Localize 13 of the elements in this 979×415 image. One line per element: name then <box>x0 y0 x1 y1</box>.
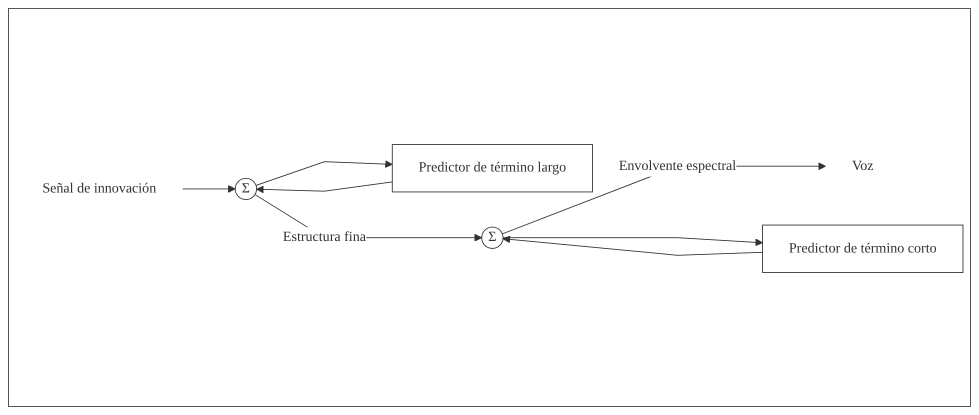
edge-label: Estructura fina <box>282 230 366 245</box>
edge-label: Envolvente espectral <box>618 158 736 174</box>
node-text: Señal de innovación <box>42 181 156 196</box>
node-circle: Σ <box>234 178 257 200</box>
arrow <box>256 181 393 194</box>
node-text: Voz <box>852 158 874 174</box>
arrow <box>502 236 763 256</box>
arrow <box>502 237 763 246</box>
node-circle: Σ <box>481 226 504 249</box>
node-box: Predictor de término largo <box>392 144 593 192</box>
arrow <box>182 185 236 193</box>
node-box: Predictor de término corto <box>762 224 964 273</box>
arrow <box>256 160 393 186</box>
